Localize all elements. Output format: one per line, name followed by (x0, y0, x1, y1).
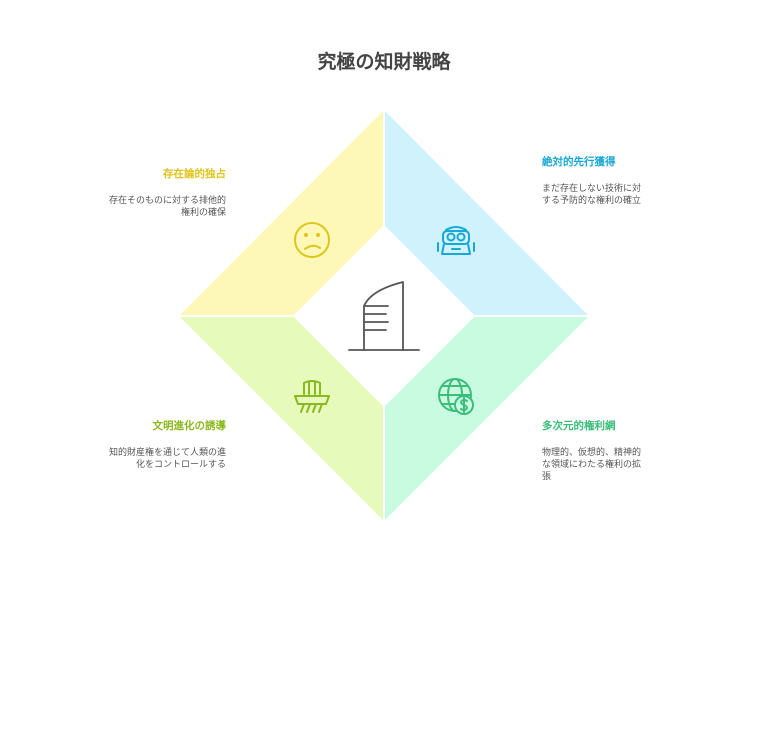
center-diamond (293, 225, 475, 407)
quadrant-heading: 多次元的権利網 (542, 420, 616, 432)
globe-dollar-icon (438, 378, 474, 415)
robot-icon (437, 226, 475, 255)
quadrant-description: 物理的、仮想的、精神的な領域にわたる権利の拡張 (542, 448, 642, 482)
page-title: 究極の知財戦略 (317, 51, 451, 73)
quadrant-bottom-right (384, 316, 589, 521)
quadrant-top-right-text: 絶対的先行獲得 まだ存在しない技術に対する予防的な権利の確立 (542, 154, 662, 207)
quadrant-top-left (179, 110, 384, 316)
quadrant-description: まだ存在しない技術に対する予防的な権利の確立 (542, 184, 642, 206)
quadrant-top-left-text: 存在論的独占 存在そのものに対する排他的権利の確保 (106, 166, 226, 219)
quadrant-heading: 文明進化の誘導 (152, 420, 227, 432)
quadrant-top-right (384, 110, 589, 316)
quadrant-bottom-left (179, 316, 384, 521)
skyscraper-icon (348, 281, 420, 351)
quadrant-bottom-right-text: 多次元的権利網 物理的、仮想的、精神的な領域にわたる権利の拡張 (542, 418, 662, 483)
quadrant-description: 知的財産権を通じて人類の進化をコントロールする (108, 448, 226, 470)
quadrant-description: 存在そのものに対する排他的権利の確保 (108, 196, 226, 218)
quadrant-heading: 絶対的先行獲得 (542, 156, 616, 168)
sad-face-icon (294, 222, 330, 258)
ancient-ship-icon (294, 380, 330, 413)
quadrant-heading: 存在論的独占 (163, 168, 226, 180)
quadrant-bottom-left-text: 文明進化の誘導 知的財産権を通じて人類の進化をコントロールする (106, 418, 226, 471)
